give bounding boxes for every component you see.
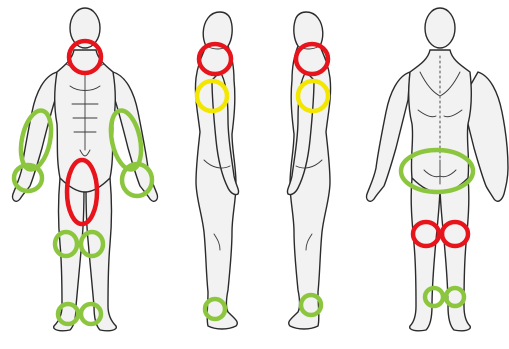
back-head	[425, 8, 455, 48]
back-view	[367, 8, 508, 331]
